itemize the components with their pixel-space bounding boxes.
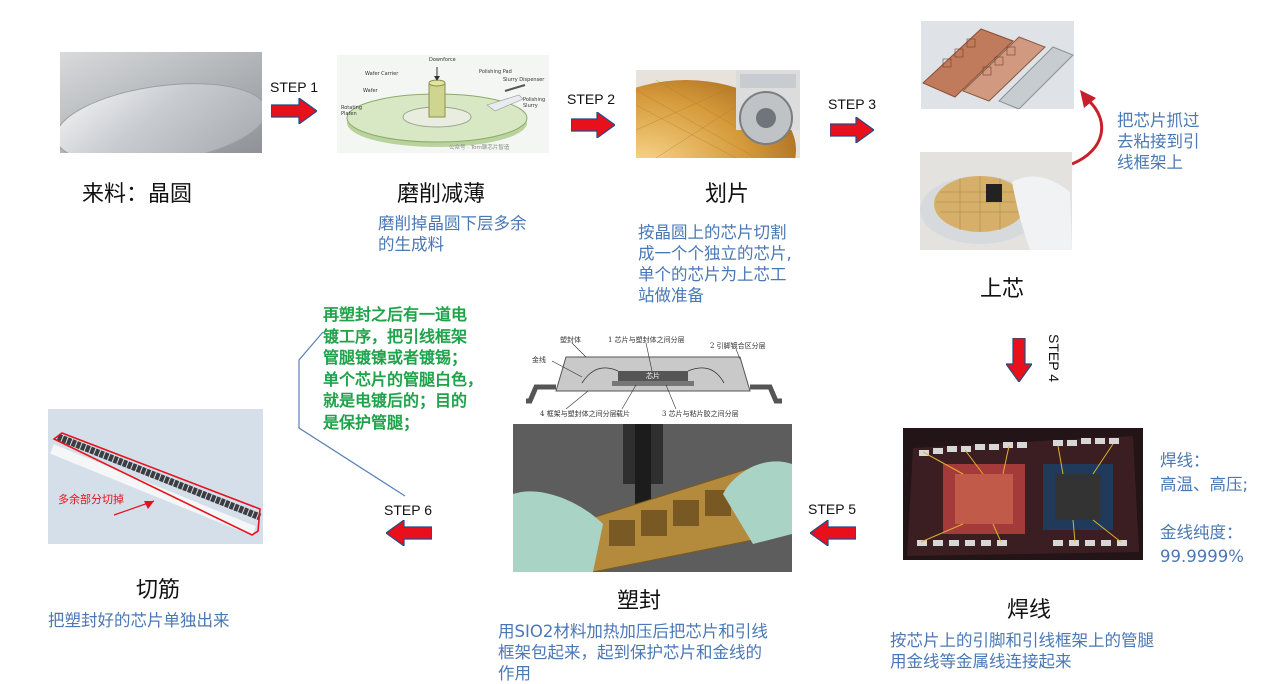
- desc-wire-bond: 按芯片上的引脚和引线框架上的管腿 用金线等金属线连接起来: [890, 631, 1154, 671]
- label-downforce: Downforce: [429, 57, 456, 63]
- package-cross-section: 塑封体 1 芯片与塑封体之间分层 2 引脚镀合区分层 金线 芯片 4 框架与塑封…: [526, 327, 782, 425]
- wire-bond-params: 焊线： 高温、高压; 金线纯度： 99.9999%: [1160, 451, 1249, 566]
- step3-label: STEP 3: [828, 96, 876, 112]
- label-chip: 芯片: [646, 372, 660, 380]
- desc-dicing: 按晶圆上的芯片切割 成一个个独立的芯片, 单个的芯片为上芯工 站做准备: [638, 223, 792, 305]
- label-layer2: 2 引脚镀合区分层: [710, 342, 766, 350]
- desc-molding: 用SIO2材料加热加压后把芯片和引线 框架包起来，起到保护芯片和金线的 作用: [498, 622, 768, 683]
- label-layer3: 3 芯片与粘片胶之间分层: [662, 410, 739, 418]
- step6-arrow: [386, 520, 432, 546]
- label-wafer: Wafer: [363, 88, 378, 94]
- title-grinding: 磨削减薄: [397, 182, 486, 207]
- label-layer4: 4 框架与塑封体之间分层: [540, 410, 617, 418]
- label-layer1: 1 芯片与塑封体之间分层: [608, 336, 685, 344]
- molding-image: [513, 424, 792, 572]
- title-die-attach: 上芯: [980, 277, 1025, 302]
- label-polishing-pad: Polishing Pad: [479, 69, 512, 75]
- step4-arrow: [1006, 338, 1032, 382]
- label-slurry-dispenser: Slurry Dispenser: [503, 77, 545, 83]
- desc-trim: 把塑封好的芯片单独出来: [48, 611, 230, 630]
- step6-label: STEP 6: [384, 502, 432, 518]
- step4-label: STEP 4: [1046, 334, 1062, 382]
- wafer-image: [60, 52, 262, 153]
- plating-connector: [298, 331, 406, 497]
- title-molding: 塑封: [617, 589, 662, 614]
- leadframe-image: [921, 21, 1074, 109]
- title-wire-bond: 焊线: [1007, 598, 1052, 623]
- label-watermark: 公众号 · Tom聊芯片智造: [449, 145, 510, 151]
- step1-arrow: [271, 98, 317, 124]
- label-pad: 载片: [616, 410, 630, 418]
- label-mold: 塑封体: [560, 336, 581, 344]
- trim-image: 多余部分切掉: [48, 409, 263, 544]
- title-trim: 切筋: [136, 578, 181, 603]
- step1-label: STEP 1: [270, 79, 318, 95]
- label-polishing-slurry: Polishing Slurry: [523, 97, 546, 109]
- label-rotating-platen: Rotating Platen: [341, 105, 363, 117]
- label-wafer-carrier: Wafer Carrier: [365, 71, 399, 77]
- desc-grinding: 磨削掉晶圆下层多余 的生成料: [378, 214, 527, 254]
- desc-plating: 再塑封之后有一道电 镀工序，把引线框架 管腿镀镍或者镀锡； 单个芯片的管腿白色，…: [323, 305, 484, 432]
- dicing-image: [636, 70, 800, 158]
- label-gold-wire: 金线: [532, 356, 546, 364]
- die-attach-curved-arrow: [1071, 90, 1104, 166]
- die-attach-image: [920, 152, 1072, 250]
- trim-annotation: 多余部分切掉: [58, 493, 124, 506]
- title-material: 来料：晶圆: [82, 182, 193, 207]
- title-dicing: 划片: [705, 182, 750, 207]
- desc-die-attach: 把芯片抓过 去粘接到引 线框架上: [1117, 111, 1200, 172]
- step5-arrow: [810, 520, 856, 546]
- wire-bond-image: [903, 428, 1143, 560]
- step2-label: STEP 2: [567, 91, 615, 107]
- step3-arrow: [830, 117, 874, 143]
- step5-label: STEP 5: [808, 501, 856, 517]
- grinding-diagram: Downforce Wafer Carrier Polishing Pad Sl…: [337, 55, 549, 153]
- step2-arrow: [571, 112, 615, 138]
